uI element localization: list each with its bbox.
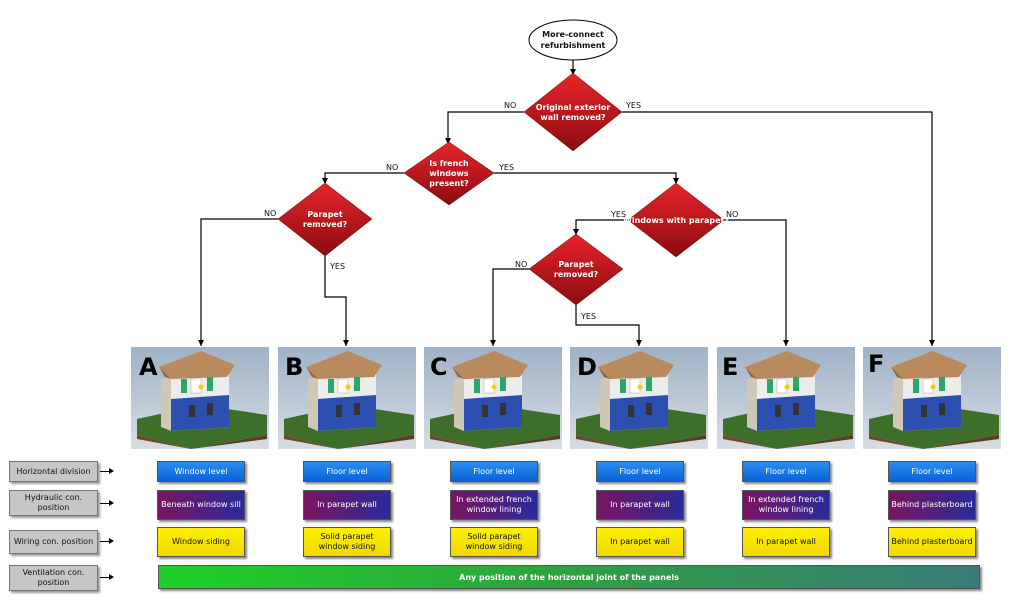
- edge-label-wall-no: NO: [504, 101, 516, 110]
- edge-label-parapet-right-no: NO: [515, 260, 527, 269]
- decision-french-line-2: windows: [429, 169, 468, 178]
- edge-wwp-yes: [573, 219, 628, 235]
- edge-french-no: [322, 172, 404, 184]
- hydraulic-cell-a: Beneath window sill: [157, 490, 245, 520]
- hydraulic-cell-d: In parapet wall: [596, 490, 684, 520]
- edge-label-french-yes: YES: [498, 163, 514, 172]
- decision-parapet-left-line-1: Parapet: [307, 210, 343, 219]
- row-label-wiring-text: Wiring con. position: [13, 537, 94, 546]
- decision-windows-with-parapet: Windows with parapet?: [623, 182, 729, 258]
- decision-wwp-line-1: Windows with parapet?: [623, 216, 729, 225]
- row-arrow-horizontal: [100, 468, 114, 474]
- decision-wall-line-1: Original exterior: [536, 103, 611, 112]
- row-arrow-ventilation: [100, 574, 114, 580]
- decision-wall-line-2: wall removed?: [540, 113, 606, 122]
- horizontal-cell-c: Floor level: [450, 461, 538, 482]
- row-label-hydraulic-line-1: Hydraulic con.: [24, 493, 83, 502]
- row-label-hydraulic-line-2: position: [37, 503, 70, 512]
- edge-parapet-right-no: [490, 268, 530, 346]
- edge-parapet-left-yes: [324, 256, 349, 346]
- edge-label-wwp-yes: YES: [610, 210, 626, 219]
- decision-parapet-removed-left: Parapet removed?: [277, 182, 373, 257]
- horizontal-cell-d: Floor level: [596, 461, 684, 482]
- edge-label-wall-yes: YES: [625, 101, 641, 110]
- edge-label-wwp-no: NO: [726, 210, 738, 219]
- wiring-cell-e: In parapet wall: [742, 527, 830, 557]
- row-arrow-wiring: [100, 538, 114, 544]
- decision-parapet-removed-right: Parapet removed?: [528, 233, 624, 306]
- wiring-cell-f: Behind plasterboard: [888, 527, 976, 557]
- row-label-wiring: Wiring con. position: [9, 530, 98, 554]
- edge-wall-yes: [622, 111, 935, 346]
- solution-letter-e: E: [722, 353, 738, 381]
- edge-parapet-left-no: [198, 218, 278, 346]
- wiring-cell-a: Window siding: [157, 527, 245, 557]
- hydraulic-cell-e: In extended french window lining: [742, 490, 830, 520]
- solution-picture-f: F: [863, 347, 1001, 449]
- row-label-ventilation-line-2: position: [37, 578, 70, 587]
- decision-parapet-right-line-1: Parapet: [558, 260, 594, 269]
- wiring-cell-c: Solid parapet window siding: [450, 527, 538, 557]
- edge-label-parapet-right-yes: YES: [580, 312, 596, 321]
- solution-letter-c: C: [430, 353, 448, 381]
- edge-wall-no: [445, 111, 524, 144]
- edge-label-parapet-left-yes: YES: [329, 262, 345, 271]
- flowchart-edges: [198, 60, 935, 346]
- edge-wwp-no: [722, 219, 789, 346]
- solution-letter-b: B: [285, 353, 303, 381]
- edge-label-parapet-left-no: NO: [264, 209, 276, 218]
- solution-picture-a: A: [131, 347, 269, 449]
- ventilation-bar: Any position of the horizontal joint of …: [158, 565, 980, 589]
- wiring-cell-d: In parapet wall: [596, 527, 684, 557]
- solution-letter-f: F: [868, 350, 884, 378]
- row-label-horizontal-text: Horizontal division: [16, 466, 91, 476]
- horizontal-cell-e: Floor level: [742, 461, 830, 482]
- hydraulic-cell-b: In parapet wall: [303, 490, 391, 520]
- horizontal-cell-f: Floor level: [888, 461, 976, 482]
- decision-parapet-right-line-2: removed?: [554, 270, 599, 279]
- wiring-cell-b: Solid parapet window siding: [303, 527, 391, 557]
- row-arrow-hydraulic: [100, 500, 114, 506]
- solution-letter-d: D: [577, 353, 597, 381]
- edge-label-french-no: NO: [386, 163, 398, 172]
- decision-french-windows: Is french windows present?: [403, 141, 495, 206]
- horizontal-cell-b: Floor level: [303, 461, 391, 482]
- start-node: More-connect refurbishment: [528, 19, 618, 61]
- edge-labels: NO YES NO YES NO YES YES NO NO YES: [264, 101, 738, 321]
- decision-french-line-1: Is french: [429, 159, 469, 168]
- horizontal-cell-a: Window level: [157, 461, 245, 482]
- row-label-ventilation: Ventilation con. position: [9, 565, 98, 591]
- solution-picture-e: E: [717, 347, 855, 449]
- hydraulic-cell-c: In extended french window lining: [450, 490, 538, 520]
- solution-picture-b: B: [278, 347, 416, 449]
- start-line-1: More-connect: [542, 30, 604, 39]
- hydraulic-cell-f: Behind plasterboard: [888, 490, 976, 520]
- decision-parapet-left-line-2: removed?: [303, 220, 348, 229]
- start-line-2: refurbishment: [541, 41, 606, 50]
- solution-pictures: A B C D E F: [131, 347, 1001, 449]
- edge-parapet-right-yes: [575, 305, 642, 346]
- row-label-ventilation-line-1: Ventilation con.: [22, 568, 85, 577]
- edge-french-yes: [494, 172, 679, 184]
- solution-letter-a: A: [139, 353, 158, 381]
- solution-picture-c: C: [424, 347, 562, 449]
- decision-wall-removed: Original exterior wall removed?: [523, 72, 623, 152]
- row-label-hydraulic: Hydraulic con. position: [9, 490, 98, 516]
- solution-picture-d: D: [570, 347, 708, 449]
- decision-french-line-3: present?: [429, 179, 469, 188]
- row-label-horizontal-division: Horizontal division: [9, 461, 98, 482]
